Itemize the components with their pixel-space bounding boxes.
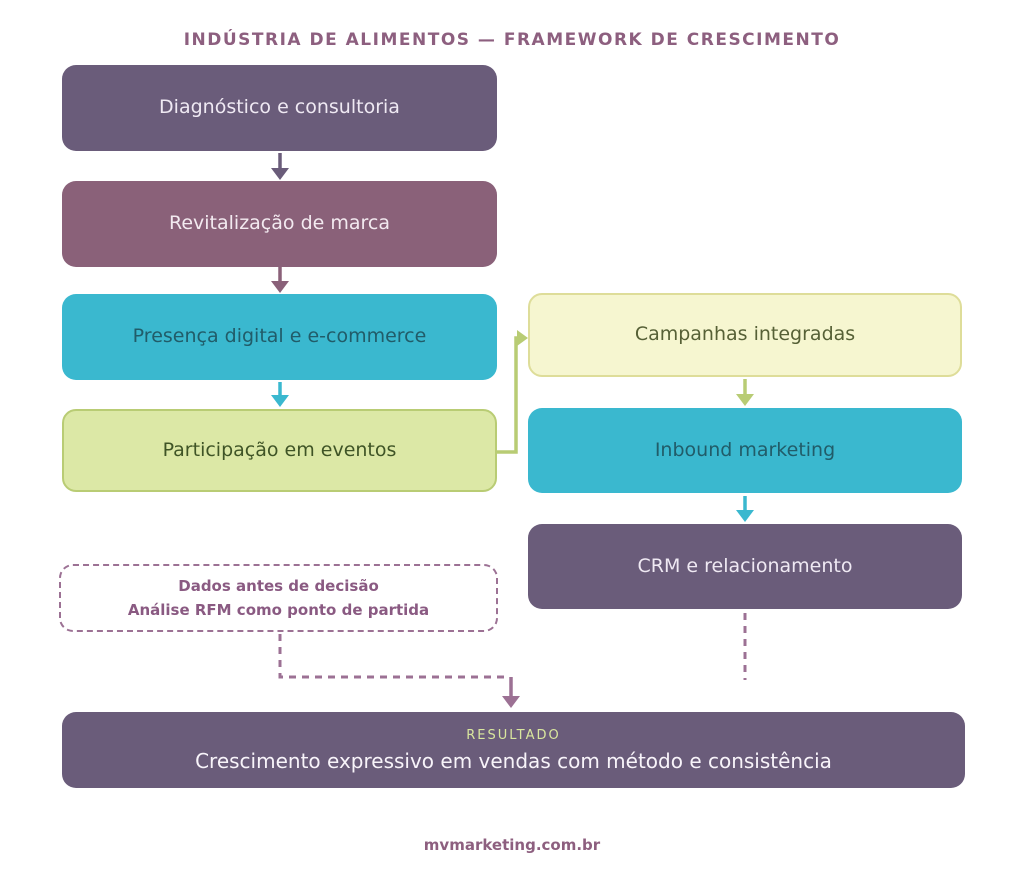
node-participacao-em-eventos: Participação em eventos bbox=[62, 409, 497, 492]
arrow-presenca-to-participacao bbox=[271, 382, 289, 407]
node-label: Revitalização de marca bbox=[168, 212, 390, 235]
note-line-1: Dados antes de decisão bbox=[178, 577, 379, 595]
arrow-diagnostico-to-revitalizacao bbox=[271, 153, 289, 180]
node-label: Presença digital e e-commerce bbox=[132, 325, 427, 348]
note-line-2: Análise RFM como ponto de partida bbox=[127, 601, 430, 619]
node-resultado: RESULTADO Crescimento expressivo em vend… bbox=[62, 712, 965, 788]
result-label: Crescimento expressivo em vendas com mét… bbox=[195, 748, 832, 773]
node-label: Campanhas integradas bbox=[634, 323, 856, 346]
node-label: Diagnóstico e consultoria bbox=[159, 96, 400, 119]
diagram-title: INDÚSTRIA DE ALIMENTOS — FRAMEWORK DE CR… bbox=[183, 30, 841, 50]
node-inbound-marketing: Inbound marketing bbox=[528, 408, 962, 493]
node-diagnostico-e-consultoria: Diagnóstico e consultoria bbox=[62, 65, 497, 151]
footer-website: mvmarketing.com.br bbox=[423, 836, 601, 854]
node-label: Participação em eventos bbox=[162, 438, 397, 461]
node-crm-e-relacionamento: CRM e relacionamento bbox=[528, 524, 962, 609]
node-revitalizacao-de-marca: Revitalização de marca bbox=[62, 181, 497, 267]
arrow-inbound-to-crm bbox=[736, 496, 754, 522]
arrow-participacao-to-campanhas bbox=[497, 330, 528, 454]
arrow-campanhas-to-inbound bbox=[736, 379, 754, 406]
node-label: CRM e relacionamento bbox=[637, 554, 853, 577]
result-kicker: RESULTADO bbox=[466, 727, 561, 743]
node-campanhas-integradas: Campanhas integradas bbox=[528, 293, 962, 377]
dashed-arrow-note-to-resultado bbox=[278, 634, 520, 708]
node-label: Inbound marketing bbox=[654, 438, 836, 461]
note-dados-rfm: Dados antes de decisão Análise RFM como … bbox=[59, 564, 498, 632]
arrow-revitalizacao-to-presenca bbox=[271, 267, 289, 293]
node-presenca-digital-e-ecommerce: Presença digital e e-commerce bbox=[62, 294, 497, 380]
